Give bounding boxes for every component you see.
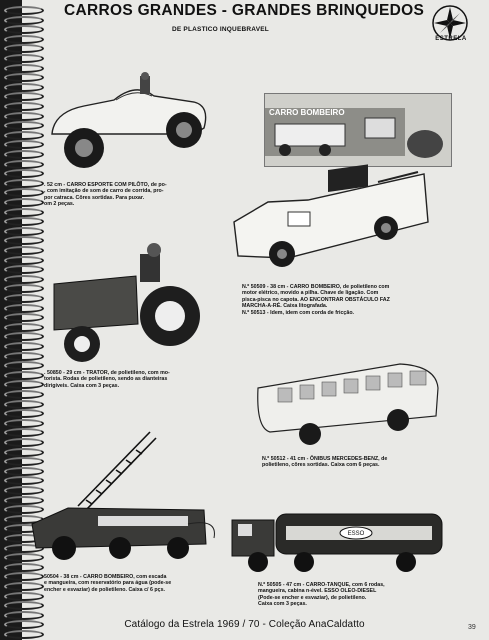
binding-ring (4, 553, 44, 563)
binding-ring (4, 582, 44, 591)
binding-ring (4, 207, 44, 217)
caption-fire-truck-1: N.º 50509 - 38 cm - CARRO BOMBEIRO, de p… (242, 284, 390, 316)
binding-ring (4, 361, 44, 371)
binding-ring (4, 159, 44, 169)
binding-ring (4, 322, 44, 332)
binding-ring (4, 274, 44, 284)
binding-ring (4, 284, 44, 294)
page-number: 39 (468, 624, 476, 631)
binding-ring (4, 438, 44, 447)
tanker-esso-label: ESSO (348, 531, 365, 537)
binding-ring (4, 505, 44, 515)
binding-ring (4, 332, 44, 342)
binding-ring (4, 6, 44, 15)
binding-ring (4, 92, 44, 102)
binding-ring (4, 390, 44, 399)
binding-ring (4, 226, 44, 236)
binding-ring (4, 121, 44, 131)
fire-truck-illustration (233, 164, 429, 267)
caption-fire-truck-2: 50504 - 38 cm - CARRO BOMBEIRO, com esca… (44, 574, 172, 593)
binding-ring (4, 102, 44, 111)
binding-ring (4, 188, 44, 198)
binding-ring (4, 294, 44, 303)
caption-tanker: N.º 50505 - 47 cm - CARRO-TANQUE, com 6 … (258, 582, 385, 608)
binding-ring (4, 591, 44, 601)
binding-ring (4, 476, 44, 486)
binding-ring (4, 255, 44, 265)
binding-ring (4, 562, 44, 572)
binding-ring (4, 313, 44, 323)
ladder-fire-truck-illustration (31, 431, 215, 560)
binding-ring (4, 409, 44, 419)
caption-sport-car: . 52 cm - CARRO ESPORTE COM PILÔTO, de p… (44, 182, 167, 208)
binding-ring (4, 63, 44, 73)
binding-ring (4, 236, 44, 246)
tanker-truck-illustration: ESSO (231, 513, 443, 572)
binding-ring (4, 418, 44, 428)
binding-ring (4, 44, 44, 54)
binding-ring (4, 34, 44, 44)
bus-illustration (257, 363, 439, 445)
binding-ring (4, 370, 44, 380)
binding-ring (4, 111, 44, 121)
binding-ring (4, 399, 44, 409)
page-title: CARROS GRANDES - GRANDES BRINQUEDOS (64, 2, 425, 19)
estrela-star-logo-icon (432, 5, 468, 41)
binding-ring (4, 351, 44, 361)
binding-ring (4, 246, 44, 255)
binding-ring (4, 82, 44, 92)
footer-caption: Catálogo da Estrela 1969 / 70 - Coleção … (124, 619, 365, 630)
caption-bus: N.º 50512 - 41 cm - ÔNIBUS MERCEDES-BENZ… (262, 456, 388, 469)
binding-ring (4, 15, 44, 25)
fire-truck-box-photo: CARRO BOMBEIRO (264, 93, 452, 167)
tractor-illustration (53, 243, 200, 362)
binding-ring (4, 198, 44, 207)
caption-tractor: . 50850 - 29 cm - TRATOR, de polietileno… (44, 370, 170, 389)
binding-ring (4, 601, 44, 611)
binding-ring (4, 466, 44, 476)
binding-ring (4, 610, 44, 620)
binding-ring (4, 342, 44, 351)
binding-ring (4, 495, 44, 505)
binding-ring (4, 73, 44, 83)
binding-ring (4, 150, 44, 159)
box-label: CARRO BOMBEIRO (269, 108, 345, 117)
binding-ring (4, 486, 44, 495)
binding-ring (4, 25, 44, 35)
binding-ring (4, 572, 44, 582)
binding-ring (4, 178, 44, 188)
binding-ring (4, 130, 44, 140)
binding-ring (4, 630, 44, 639)
estrela-brand-label: ESTRELA (435, 36, 467, 42)
binding-ring (4, 217, 44, 227)
spiral-binding (0, 0, 44, 640)
page-subtitle: DE PLASTICO INQUEBRAVEL (172, 26, 269, 33)
binding-ring (4, 140, 44, 150)
binding-ring (4, 265, 44, 275)
binding-ring (4, 169, 44, 179)
binding-ring (4, 620, 44, 630)
sport-car-illustration (51, 72, 207, 168)
binding-ring (4, 457, 44, 467)
binding-ring (4, 428, 44, 438)
binding-ring (4, 380, 44, 390)
binding-ring (4, 303, 44, 313)
binding-ring (4, 447, 44, 457)
binding-ring (4, 54, 44, 63)
